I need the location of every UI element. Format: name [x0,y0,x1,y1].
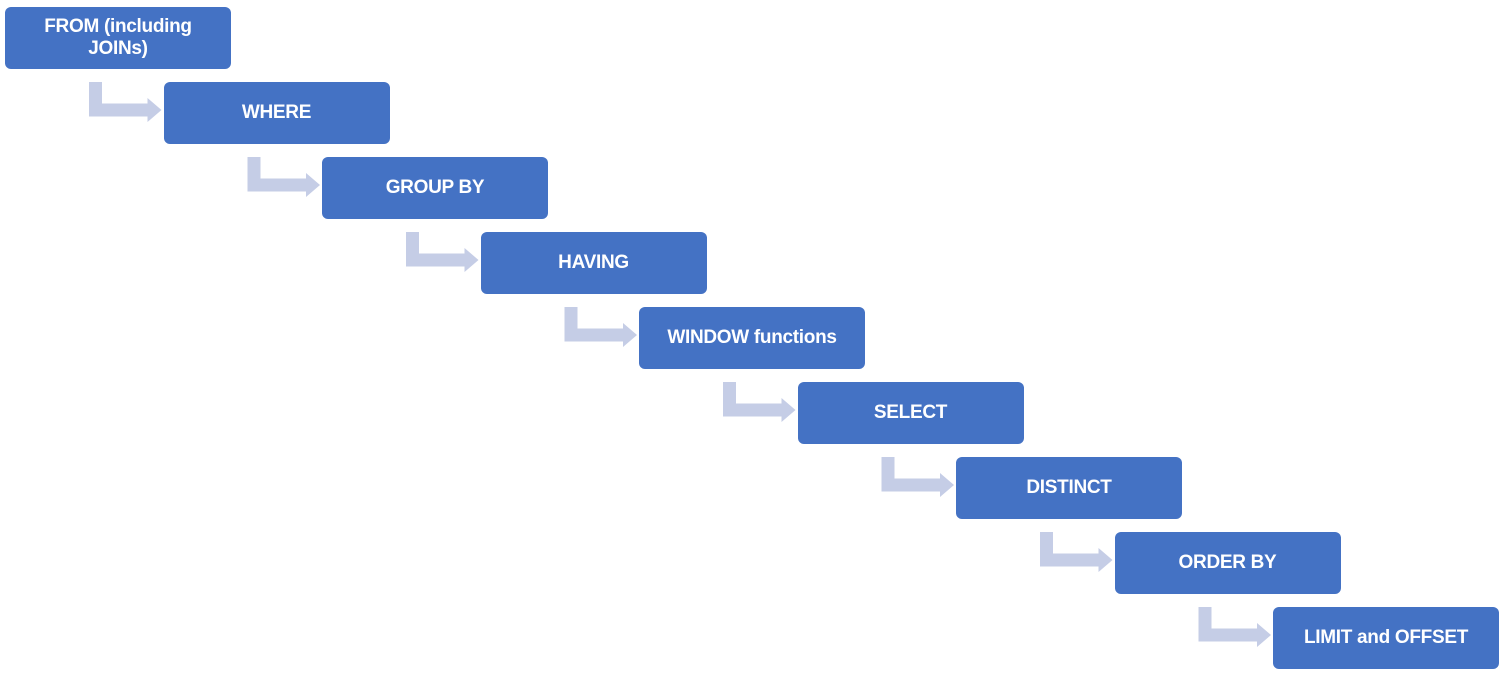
step-box-where: WHERE [163,82,390,144]
step-box-having: HAVING [480,232,707,294]
bent-down-right-arrow-icon [723,382,796,422]
bent-down-right-arrow-icon [564,307,637,347]
bent-down-right-arrow-icon [1198,607,1271,647]
step-box-limit-offset: LIMIT and OFFSET [1273,607,1499,669]
step-box-from: FROM (including JOINs) [5,7,231,69]
step-box-distinct: DISTINCT [956,457,1182,519]
bent-down-right-arrow-icon [881,457,954,497]
step-box-window-functions: WINDOW functions [639,307,865,369]
bent-down-right-arrow-icon [247,157,320,197]
step-box-select: SELECT [797,382,1024,444]
step-box-group-by: GROUP BY [322,157,548,219]
bent-down-right-arrow-icon [406,232,479,272]
step-box-order-by: ORDER BY [1114,532,1341,594]
bent-down-right-arrow-icon [89,82,162,122]
bent-down-right-arrow-icon [1040,532,1113,572]
